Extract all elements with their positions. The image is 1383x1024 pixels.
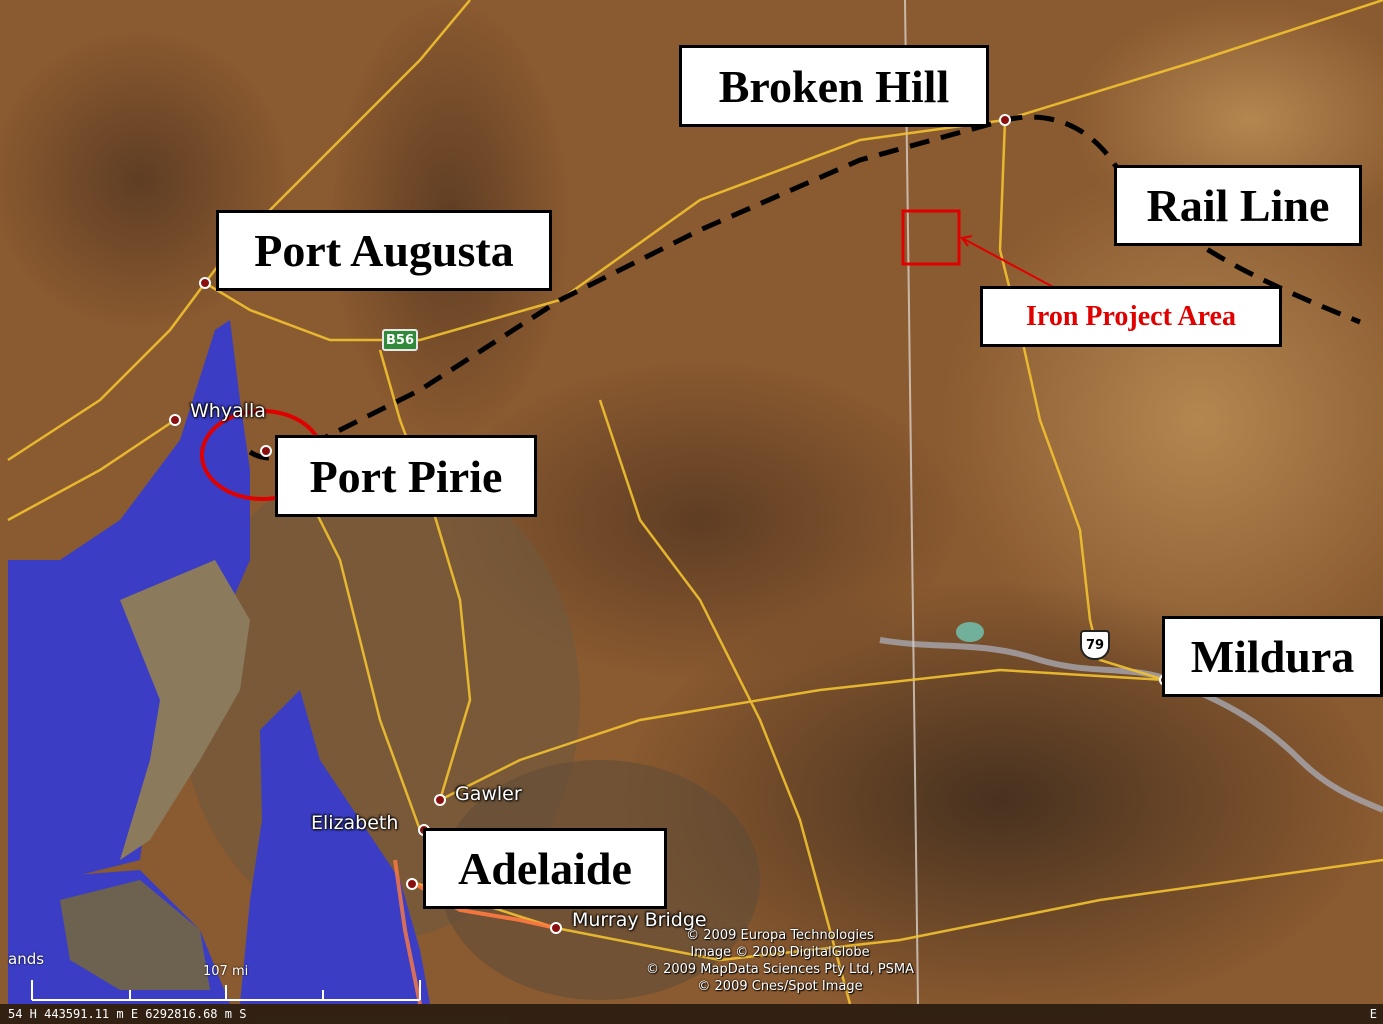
town-label-elizabeth: Elizabeth [311,812,399,834]
road-shield-79: 79 [1080,630,1110,660]
iron-project-box [901,209,961,266]
callout-port-pirie: Port Pirie [275,435,537,517]
yorke-peninsula [120,560,250,860]
callout-mildura: Mildura [1162,616,1383,697]
roads [7,0,1383,1005]
town-label-gawler: Gawler [455,783,522,805]
callout-adelaide: Adelaide [423,828,667,909]
status-bar: 54 H 443591.11 m E 6292816.68 m S E [0,1004,1383,1024]
callout-broken-hill: Broken Hill [679,45,989,127]
callout-port-augusta: Port Augusta [216,210,552,291]
copyright-line: © 2009 Cnes/Spot Image [697,979,863,994]
status-edge-text: E [1369,1007,1377,1021]
copyright-notice: © 2009 Europa Technologies Image © 2009 … [620,927,940,995]
callout-iron-project-area: Iron Project Area [980,286,1282,347]
town-label-edge: ands [8,950,45,968]
town-label-murray-bridge: Murray Bridge [572,909,707,931]
gulf-st-vincent [240,690,430,1004]
town-label-whyalla: Whyalla [190,400,266,422]
copyright-line: © 2009 Europa Technologies [686,928,874,943]
iron-project-arrow [961,237,1056,289]
scale-label: 107 mi [203,964,249,979]
road-shield-b56: B56 [382,329,418,351]
callout-rail-line: Rail Line [1114,165,1362,246]
copyright-line: Image © 2009 DigitalGlobe [690,945,870,960]
copyright-line: © 2009 MapData Sciences Pty Ltd, PSMA [645,962,915,977]
coordinate-readout: 54 H 443591.11 m E 6292816.68 m S [8,1007,247,1021]
scale-bar [31,980,421,1001]
